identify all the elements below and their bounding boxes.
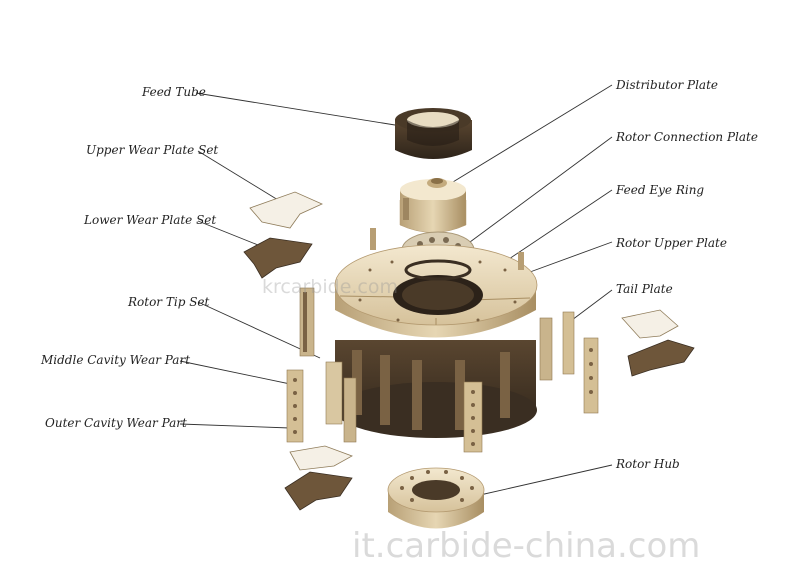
bottom-lower-wear-plate-part — [284, 471, 353, 511]
leader-lines — [179, 84, 613, 496]
label-middle-cavity-wear-part: Middle Cavity Wear Part — [41, 353, 191, 367]
label-rotor-tip-set: Rotor Tip Set — [128, 295, 210, 309]
rotor-hub-part — [387, 467, 485, 529]
watermark-center: krcarbide.com — [262, 276, 399, 298]
bottom-upper-wear-plate-part — [289, 445, 353, 471]
label-distributor-plate: Distributor Plate — [616, 78, 719, 92]
cavity-wear-parts — [286, 369, 483, 453]
distributor-cylinder-part — [399, 178, 467, 233]
tail-plate-part — [539, 311, 599, 414]
rotor-tip-set-part — [299, 287, 357, 443]
watermark-bottom: it.carbide-china.com — [352, 526, 701, 566]
right-upper-wear-plate-part — [621, 309, 679, 339]
rotor-body-part — [334, 244, 538, 438]
label-outer-cavity-wear-part: Outer Cavity Wear Part — [45, 416, 187, 430]
label-rotor-upper-plate: Rotor Upper Plate — [616, 236, 727, 250]
label-feed-tube: Feed Tube — [142, 85, 206, 99]
feed-tube-part — [395, 108, 472, 159]
right-lower-wear-plate-part — [627, 339, 695, 377]
tip-bar-part — [518, 252, 524, 270]
upper-wear-plate-part — [249, 191, 323, 229]
label-feed-eye-ring: Feed Eye Ring — [616, 183, 705, 197]
lower-wear-plate-part — [243, 237, 313, 279]
label-tail-plate: Tail Plate — [616, 282, 673, 296]
label-rotor-hub: Rotor Hub — [616, 457, 680, 471]
tip-bar-part — [370, 228, 376, 250]
label-lower-wear-plate-set: Lower Wear Plate Set — [84, 213, 217, 227]
label-upper-wear-plate-set: Upper Wear Plate Set — [86, 143, 219, 157]
label-rotor-connection-plate: Rotor Connection Plate — [616, 130, 758, 144]
